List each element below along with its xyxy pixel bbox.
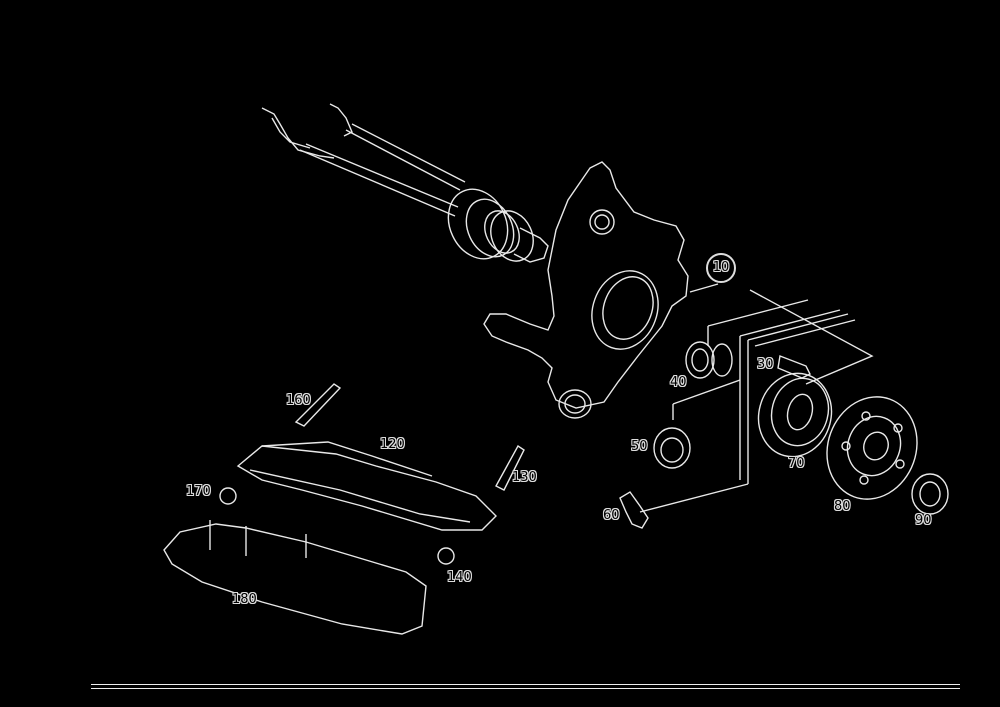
callout-140: 140 (447, 570, 472, 585)
callout-30: 30 (757, 357, 774, 372)
nut-170 (219, 487, 237, 505)
callout-160: 160 (286, 393, 311, 408)
wheel-bearing (685, 341, 733, 379)
callout-80: 80 (834, 499, 851, 514)
callout-180: 180 (232, 592, 257, 607)
seal (653, 427, 691, 469)
bolt-30 (777, 355, 811, 379)
callout-120: 120 (380, 437, 405, 452)
control-arm (236, 441, 497, 531)
steering-knuckle (483, 161, 689, 419)
bolt-160 (294, 383, 342, 427)
callout-130: 130 (512, 470, 537, 485)
callout-90: 90 (915, 513, 932, 528)
leader-lines (639, 283, 874, 513)
callout-60: 60 (603, 508, 620, 523)
wheel-hub (826, 396, 918, 500)
callout-70: 70 (788, 456, 805, 471)
callout-50: 50 (631, 439, 648, 454)
hub-nut (911, 473, 949, 515)
callout-10: 10 (706, 253, 736, 283)
drive-shaft (261, 103, 549, 263)
bolt-130 (495, 444, 525, 491)
nut-140 (437, 547, 455, 565)
lower-arm-cover (163, 520, 427, 635)
footer-divider (91, 684, 960, 689)
bearing-flange (757, 372, 833, 458)
callout-40: 40 (670, 375, 687, 390)
callout-170: 170 (186, 484, 211, 499)
bolt-60 (619, 491, 649, 529)
